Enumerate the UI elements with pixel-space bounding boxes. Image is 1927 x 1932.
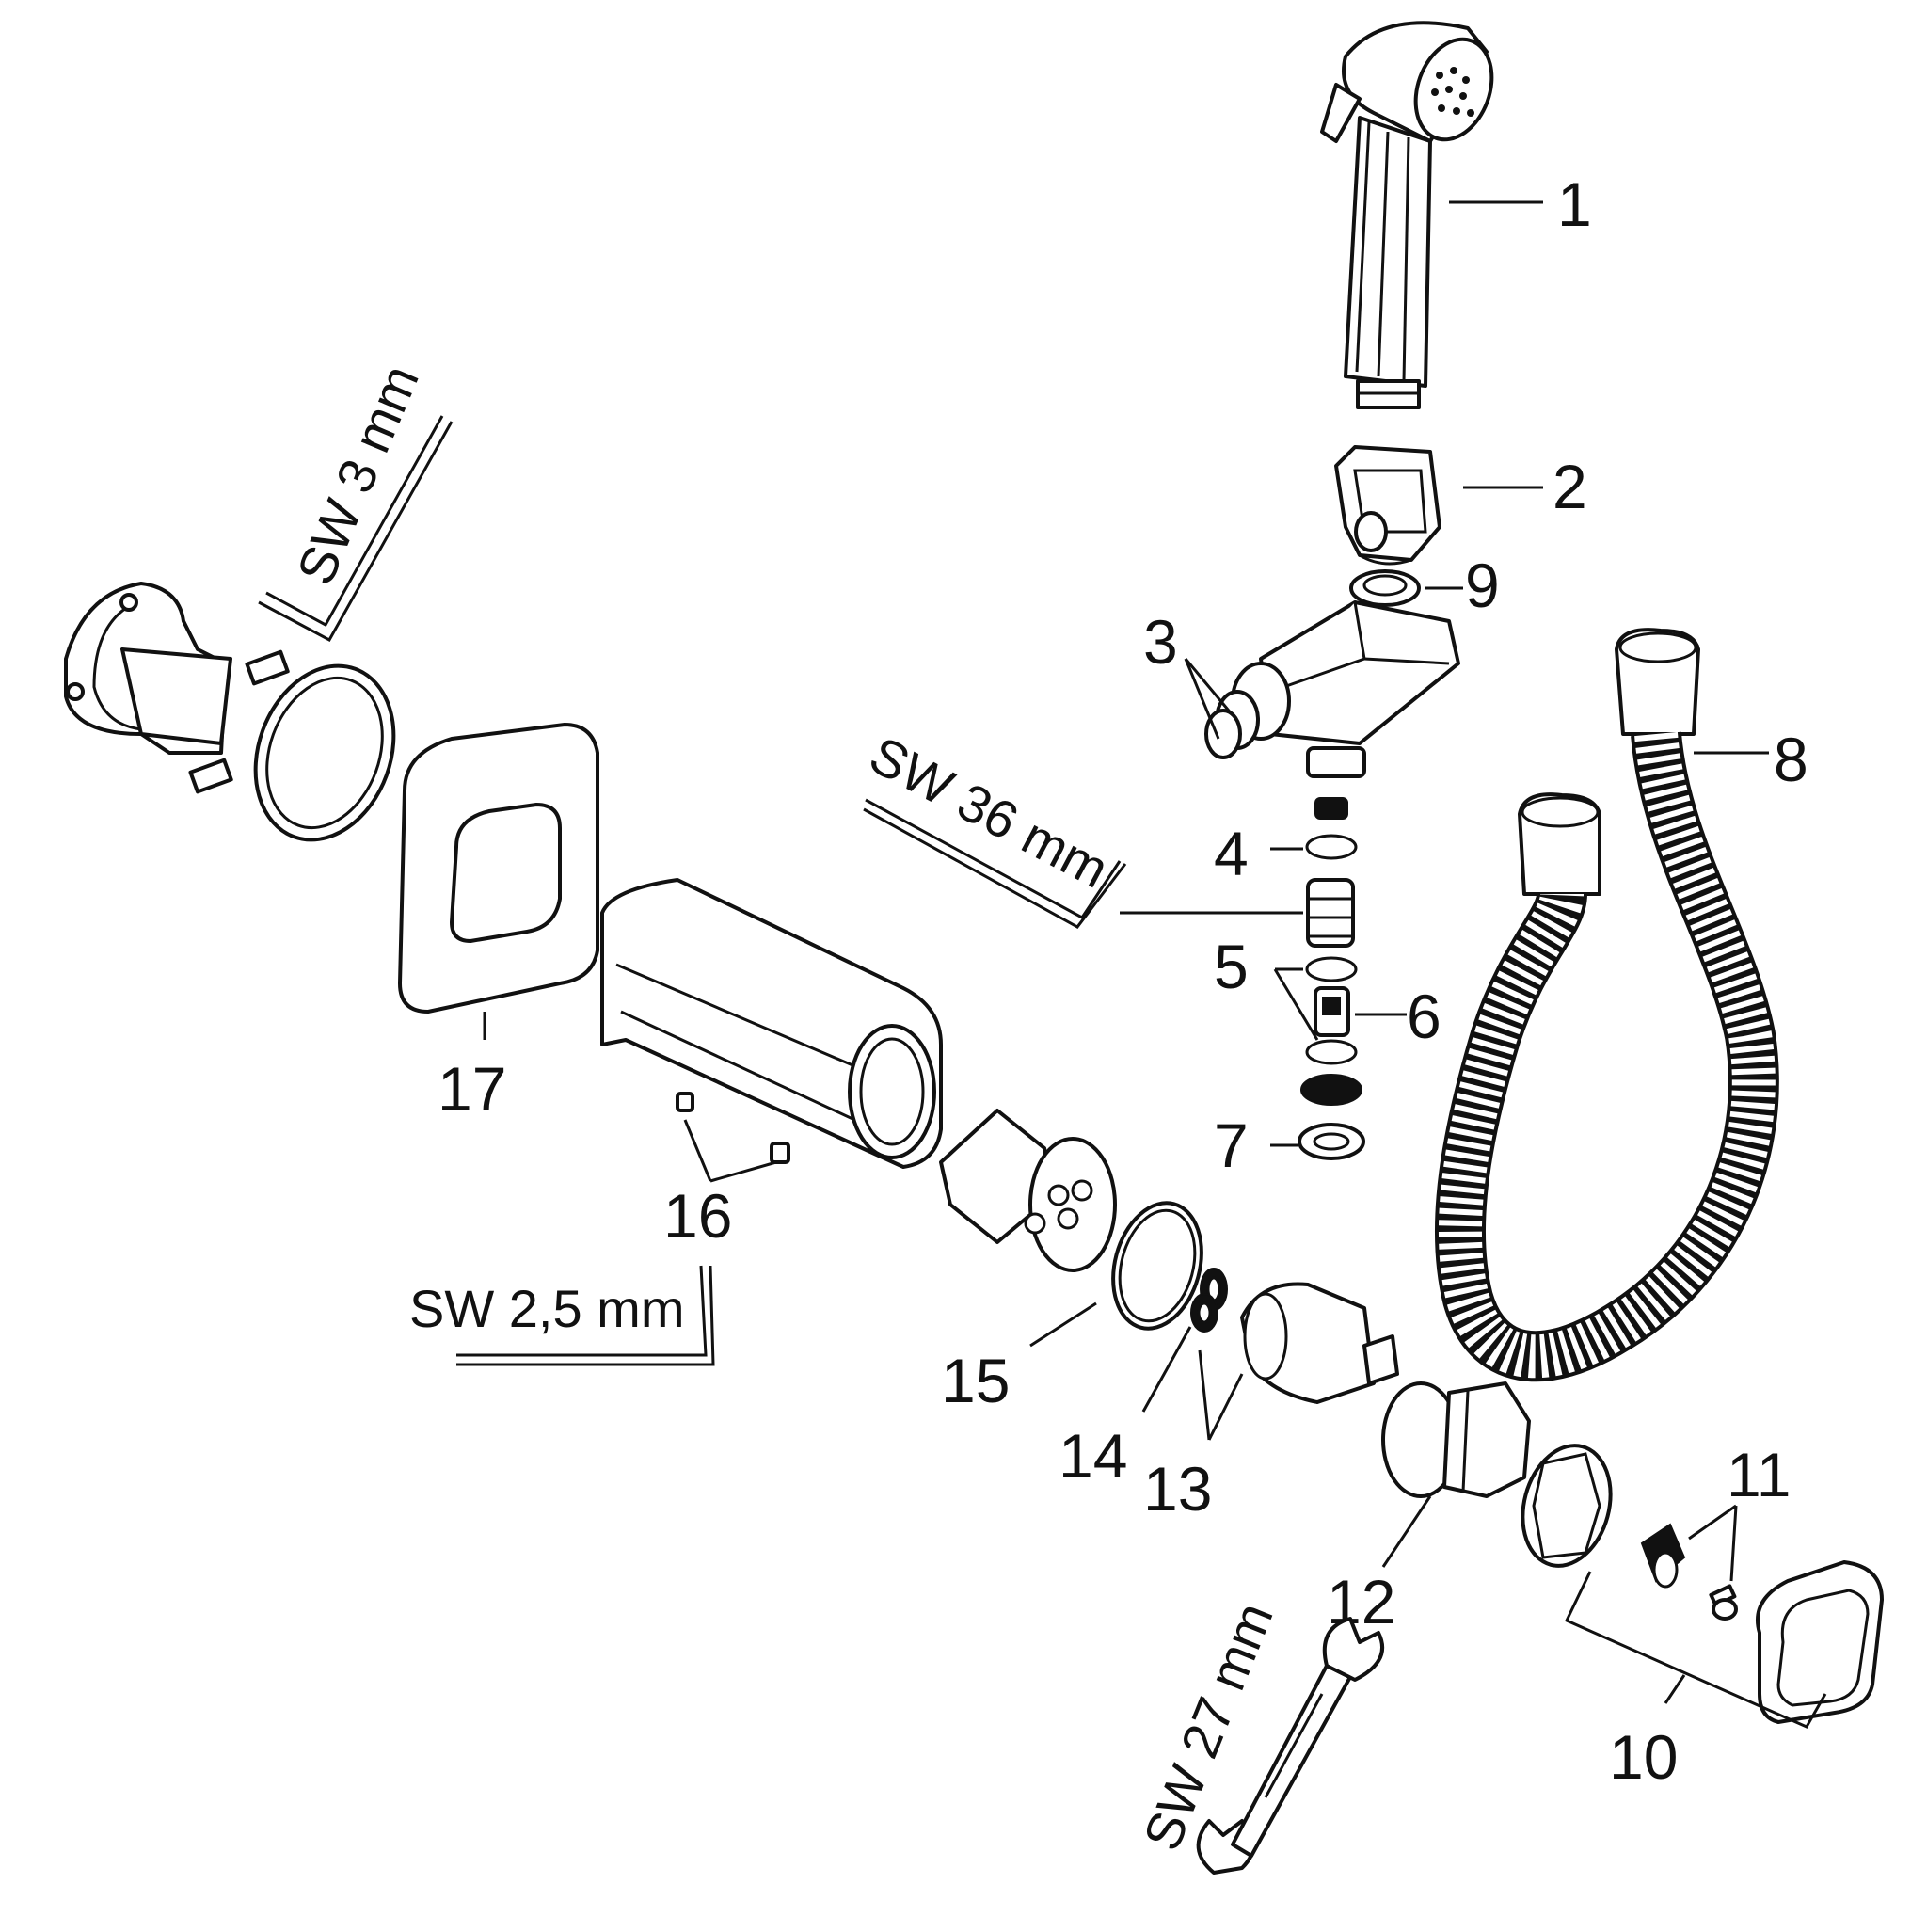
- part-number-14: 14: [1059, 1421, 1127, 1491]
- leader-line-13a: [1198, 1349, 1211, 1441]
- leader-line-5b: [1273, 968, 1319, 1041]
- sleeve-part-11: [1640, 1523, 1686, 1589]
- part-number-5: 5: [1214, 932, 1249, 1001]
- flow-cartridge: [939, 1109, 1117, 1272]
- o-ring-part-15: [1111, 1201, 1203, 1331]
- part-number-10: 10: [1609, 1722, 1678, 1792]
- mounting-flange: [64, 582, 232, 755]
- shower-hose-part-8: [1434, 628, 1779, 1382]
- part-number-16: 16: [663, 1181, 732, 1251]
- leader-line-13b: [1207, 1373, 1244, 1441]
- cover-plate-part-10: [1521, 1444, 1613, 1568]
- leader-line-11a: [1688, 1504, 1737, 1541]
- wall-outlet-holder-part-3: [1204, 600, 1460, 778]
- hex-key-3mm: [258, 415, 454, 643]
- part-number-6: 6: [1407, 982, 1441, 1051]
- leader-line-3b: [1184, 658, 1220, 740]
- set-screws-part-16: [676, 1092, 790, 1164]
- retaining-ring: [253, 663, 396, 842]
- o-rings-part-14: [1190, 1268, 1228, 1333]
- leader-line-14: [1141, 1326, 1192, 1413]
- hand-shower-part-1: [1320, 21, 1494, 409]
- mounting-screws: [188, 649, 290, 794]
- tool-label-sw36: SW 36 mm: [860, 725, 1118, 900]
- part-number-17: 17: [438, 1054, 506, 1124]
- hex-fitting-part-12: [1381, 1381, 1531, 1498]
- tool-label-sw25: SW 2,5 mm: [409, 1279, 684, 1338]
- leader-line-16b: [709, 1160, 777, 1183]
- cap-part-10: [1756, 1560, 1884, 1724]
- leader-line-10: [1664, 1674, 1686, 1704]
- part-number-13: 13: [1143, 1454, 1212, 1524]
- screw-part-11: [1709, 1584, 1738, 1621]
- part-number-8: 8: [1774, 725, 1808, 794]
- part-number-3: 3: [1143, 607, 1178, 677]
- wrench-36mm: [863, 798, 1127, 929]
- leader-line-11b: [1729, 1505, 1738, 1582]
- part-number-15: 15: [941, 1346, 1010, 1415]
- valve-housing: [600, 878, 943, 1169]
- hex-key-2-5mm: [456, 1265, 715, 1366]
- bracket-10: [1564, 1571, 1827, 1729]
- holder-clip-part-2: [1334, 445, 1441, 566]
- leader-line-3a: [1184, 658, 1234, 716]
- part-number-2: 2: [1553, 452, 1587, 521]
- part-number-7: 7: [1214, 1110, 1249, 1180]
- leader-line-15: [1029, 1301, 1097, 1348]
- part-number-4: 4: [1214, 819, 1249, 888]
- part-number-1: 1: [1557, 169, 1592, 239]
- part-number-11: 11: [1727, 1440, 1792, 1509]
- square-rosette-part-17: [398, 723, 599, 1014]
- thermo-cartridge-part-13: [1240, 1282, 1399, 1404]
- sieve-part-9: [1349, 569, 1421, 607]
- seal-stack-parts-4-7: [1298, 797, 1365, 1160]
- leader-line-12: [1381, 1495, 1432, 1568]
- part-number-9: 9: [1465, 551, 1500, 620]
- open-wrench-27mm: [1196, 1617, 1384, 1875]
- leader-line-16a: [683, 1119, 712, 1182]
